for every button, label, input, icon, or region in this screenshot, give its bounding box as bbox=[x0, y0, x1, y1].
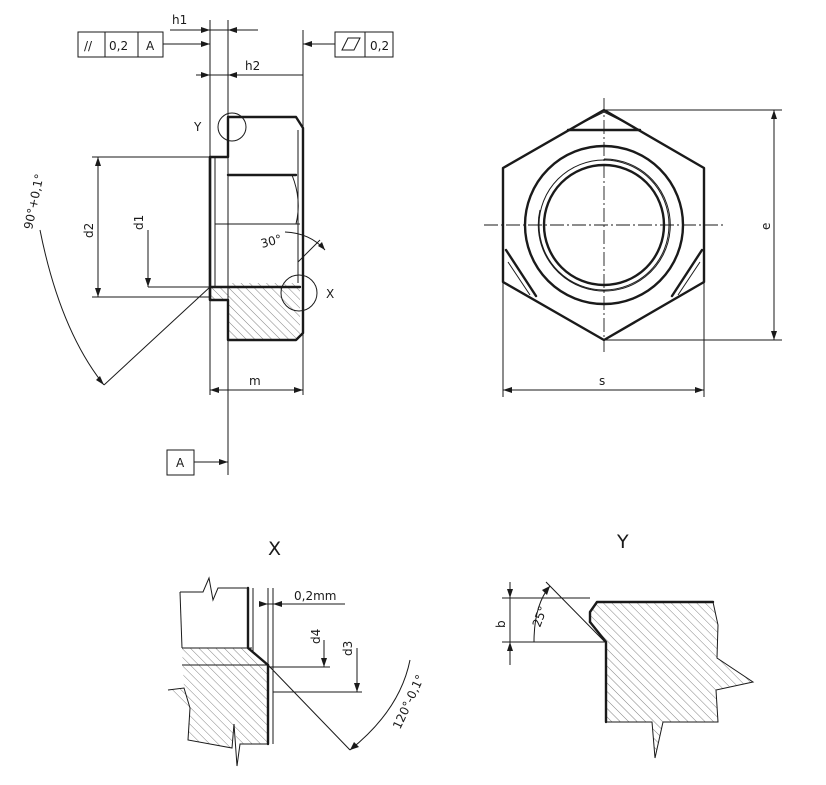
dim-d2: d2 bbox=[82, 223, 96, 238]
angle-detail-x: 120°-0,1° bbox=[390, 672, 427, 731]
detail-x-circle bbox=[280, 274, 318, 312]
dim-s: s bbox=[599, 374, 605, 388]
detail-x: X 0,2mm d4 d3 120°-0,1° bbox=[167, 538, 427, 767]
angle-chamfer: 30° bbox=[259, 232, 283, 251]
flatness-value: 0,2 bbox=[370, 39, 389, 53]
detail-y-title: Y bbox=[616, 531, 629, 553]
parallelism-value: 0,2 bbox=[109, 39, 128, 53]
flatness-icon bbox=[341, 37, 361, 51]
parallelism-datum: A bbox=[146, 39, 155, 53]
detail-y: Y b 25° bbox=[494, 531, 755, 759]
thread-arc bbox=[537, 158, 671, 292]
dim-d3: d3 bbox=[341, 641, 355, 656]
parallelism-symbol: // bbox=[84, 39, 93, 53]
datum-letter: A bbox=[176, 456, 185, 470]
side-view: Y X h1 h2 // 0,2 A bbox=[21, 13, 394, 476]
detail-y-marker: Y bbox=[193, 120, 202, 134]
detail-x-title: X bbox=[268, 538, 281, 560]
angle-countersink: 90°+0,1° bbox=[21, 173, 46, 231]
datum-a-box: A bbox=[166, 449, 228, 476]
detail-x-marker: X bbox=[326, 287, 334, 301]
dim-e: e bbox=[759, 223, 773, 230]
dim-m: m bbox=[249, 374, 261, 388]
angle-detail-y: 25° bbox=[530, 604, 550, 629]
clearance-label: 0,2mm bbox=[294, 589, 336, 603]
parallelism-tolerance-frame: // 0,2 A bbox=[77, 31, 210, 58]
dim-d1: d1 bbox=[132, 215, 146, 230]
dim-b: b bbox=[494, 620, 508, 628]
hex-chamfer-arc bbox=[291, 174, 299, 225]
detail-y-circle bbox=[217, 112, 247, 142]
detail-x-hatch bbox=[168, 648, 268, 748]
dim-h1: h1 bbox=[172, 13, 187, 27]
dim-h2: h2 bbox=[245, 59, 260, 73]
section-hatch bbox=[210, 283, 300, 340]
hex-top-view: e s bbox=[484, 98, 782, 397]
detail-y-hatch bbox=[590, 602, 753, 758]
dim-d4: d4 bbox=[309, 629, 323, 644]
flatness-tolerance-frame: 0,2 bbox=[303, 31, 394, 58]
